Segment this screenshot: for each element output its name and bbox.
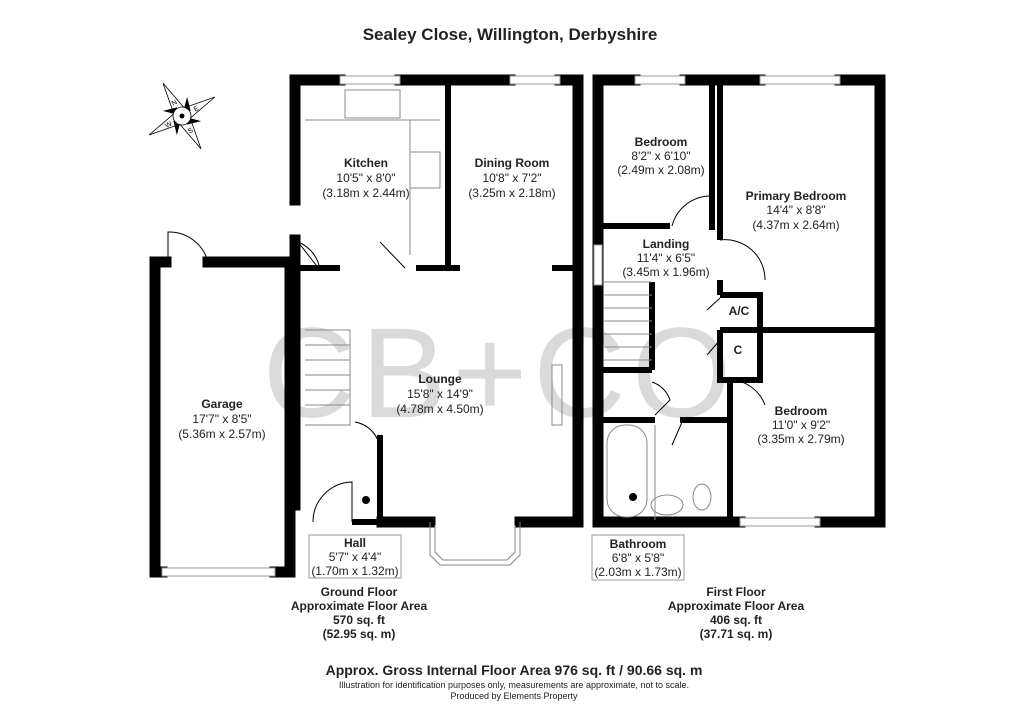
room-bedroom-2: Bedroom 8'2" x 6'10" (2.49m x 2.08m) xyxy=(617,135,704,177)
floor-area-sqft: 570 sq. ft xyxy=(333,613,385,627)
floor-label: Ground Floor xyxy=(321,585,398,599)
floor-area-sqm: (37.71 sq. m) xyxy=(700,627,773,641)
compass-w: W xyxy=(164,120,174,130)
room-metric: (3.35m x 2.79m) xyxy=(757,432,844,446)
floor-area-sqft: 406 sq. ft xyxy=(710,613,762,627)
room-imperial: 15'8" x 14'9" xyxy=(407,387,473,401)
compass-s: S xyxy=(187,127,195,136)
room-dining-room: Dining Room 10'8" x 7'2" (3.25m x 2.18m) xyxy=(468,156,555,200)
room-landing: Landing 11'4" x 6'5" (3.45m x 1.96m) xyxy=(622,237,709,279)
room-metric: (5.36m x 2.57m) xyxy=(178,427,265,441)
first-floor-area: First Floor Approximate Floor Area 406 s… xyxy=(668,585,805,641)
room-name: Landing xyxy=(643,237,690,251)
producer-credit: Produced by Elements Property xyxy=(450,691,578,701)
floor-label: First Floor xyxy=(706,585,766,599)
room-imperial: 17'7" x 8'5" xyxy=(192,412,251,426)
ground-floor-area: Ground Floor Approximate Floor Area 570 … xyxy=(291,585,428,641)
room-imperial: 10'8" x 7'2" xyxy=(482,171,541,185)
room-lounge: Lounge 15'8" x 14'9" (4.78m x 4.50m) xyxy=(396,372,483,416)
room-metric: (4.78m x 4.50m) xyxy=(396,402,483,416)
room-hall: Hall 5'7" x 4'4" (1.70m x 1.32m) xyxy=(308,534,402,579)
room-garage: Garage 17'7" x 8'5" (5.36m x 2.57m) xyxy=(178,397,265,441)
room-metric: (3.18m x 2.44m) xyxy=(322,186,409,200)
compass-e: E xyxy=(193,105,201,114)
ground-floor-walls xyxy=(149,74,584,578)
floor-area-label: Approximate Floor Area xyxy=(668,599,805,613)
room-imperial: 8'2" x 6'10" xyxy=(631,149,690,163)
room-name: Bathroom xyxy=(610,537,667,551)
compass-n: N xyxy=(171,99,179,108)
room-name: Bedroom xyxy=(635,135,688,149)
watermark: CB+CO xyxy=(263,302,738,445)
room-metric: (2.03m x 1.73m) xyxy=(594,565,681,579)
cupboard-label: C xyxy=(734,343,743,357)
room-bedroom-3: Bedroom 11'0" x 9'2" (3.35m x 2.79m) xyxy=(757,404,844,446)
room-primary-bedroom: Primary Bedroom 14'4" x 8'8" (4.37m x 2.… xyxy=(746,189,847,232)
room-imperial: 11'4" x 6'5" xyxy=(637,251,695,265)
room-metric: (3.45m x 1.96m) xyxy=(622,265,709,279)
floor-area-sqm: (52.95 sq. m) xyxy=(323,627,396,641)
room-kitchen: Kitchen 10'5" x 8'0" (3.18m x 2.44m) xyxy=(322,156,409,200)
room-imperial: 6'8" x 5'8" xyxy=(612,551,664,565)
gross-area: Approx. Gross Internal Floor Area 976 sq… xyxy=(326,662,703,678)
room-name: Bedroom xyxy=(775,404,828,418)
first-floor-walls xyxy=(592,74,886,528)
room-name: Lounge xyxy=(418,372,462,386)
room-imperial: 5'7" x 4'4" xyxy=(329,550,381,564)
room-imperial: 11'0" x 9'2" xyxy=(772,418,830,432)
room-name: Hall xyxy=(344,536,366,550)
room-metric: (3.25m x 2.18m) xyxy=(468,186,555,200)
room-imperial: 14'4" x 8'8" xyxy=(766,203,825,217)
room-name: Dining Room xyxy=(475,156,550,170)
room-bathroom: Bathroom 6'8" x 5'8" (2.03m x 1.73m) xyxy=(591,534,685,581)
floor-area-label: Approximate Floor Area xyxy=(291,599,428,613)
room-name: Garage xyxy=(201,397,243,411)
plan-title: Sealey Close, Willington, Derbyshire xyxy=(363,25,658,44)
room-name: Primary Bedroom xyxy=(746,189,847,203)
airing-cupboard-label: A/C xyxy=(729,304,750,318)
compass-rose-icon: N E S W xyxy=(148,82,216,150)
disclaimer: Illustration for identification purposes… xyxy=(339,680,689,690)
room-metric: (4.37m x 2.64m) xyxy=(752,218,839,232)
room-metric: (1.70m x 1.32m) xyxy=(311,564,398,578)
room-name: Kitchen xyxy=(344,156,388,170)
room-metric: (2.49m x 2.08m) xyxy=(617,163,704,177)
room-imperial: 10'5" x 8'0" xyxy=(336,171,395,185)
